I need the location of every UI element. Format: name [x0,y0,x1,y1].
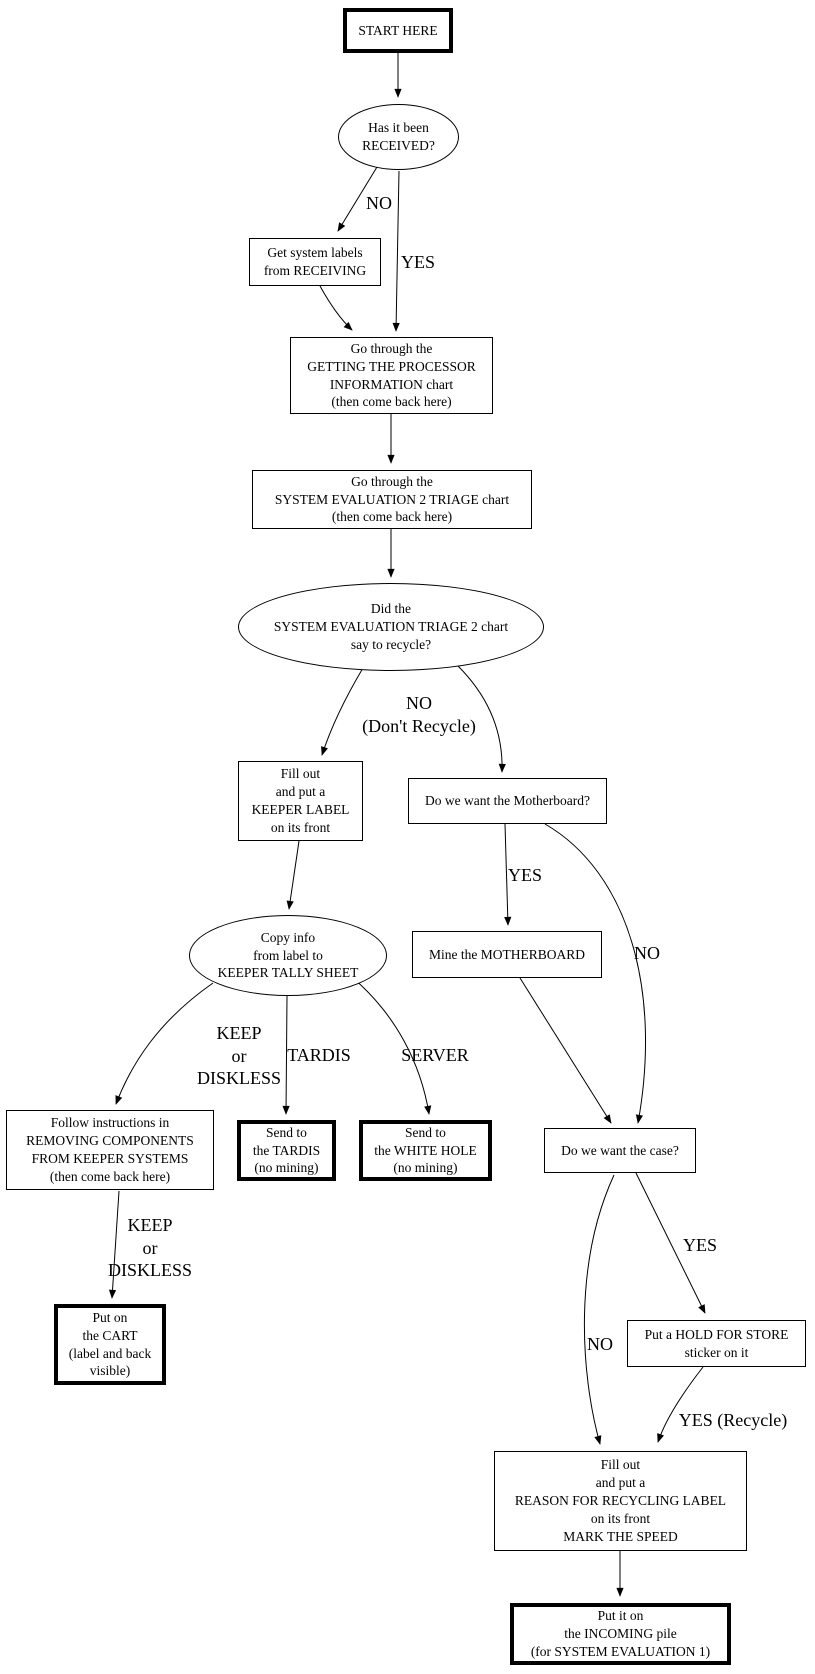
edge-copy-info-server-to-white-hole [352,977,432,1115]
node-reason-for-recycling-label-label: Fill out and put a REASON FOR RECYCLING … [514,1457,727,1544]
edge-label-yes-case: YES [682,1235,717,1255]
node-copy-info-keeper-tally-sheet: Copy info from label to KEEPER TALLY SHE… [189,915,387,996]
edge-hold-for-store-to-recycling-label [657,1366,704,1443]
node-put-on-cart-label: Put on the CART (label and back visible) [68,1309,152,1379]
node-question-say-to-recycle-label: Did the SYSTEM EVALUATION TRIAGE 2 chart… [273,601,509,652]
node-processor-information-chart-label: Go through the GETTING THE PROCESSOR INF… [307,340,476,410]
node-hold-for-store-sticker-label: Put a HOLD FOR STORE sticker on it [644,1326,789,1360]
node-question-say-to-recycle: Did the SYSTEM EVALUATION TRIAGE 2 chart… [238,583,544,671]
node-removing-components-instructions: Follow instructions in REMOVING COMPONEN… [6,1110,214,1190]
node-send-to-tardis-label: Send to the TARDIS (no mining) [252,1124,321,1176]
edge-label-no-dont-recycle: NO (Don't Recycle) [362,693,476,736]
edge-label-keep-or-diskless-upper: KEEP or DISKLESS [196,1023,281,1088]
node-system-evaluation-2-triage-chart-label: Go through the SYSTEM EVALUATION 2 TRIAG… [274,473,510,525]
node-start-here: START HERE [343,8,453,53]
node-copy-info-keeper-tally-sheet-label: Copy info from label to KEEPER TALLY SHE… [217,929,359,981]
edge-label-keep-or-diskless-lower: KEEP or DISKLESS [107,1215,192,1280]
node-start-here-label: START HERE [358,22,438,38]
edge-label-no-case: NO [587,1334,613,1354]
node-put-on-cart: Put on the CART (label and back visible) [54,1304,166,1385]
node-keeper-label: Fill out and put a KEEPER LABEL on its f… [238,761,363,841]
node-processor-information-chart: Go through the GETTING THE PROCESSOR INF… [290,337,493,414]
edge-label-yes-recycle: YES (Recycle) [678,1410,788,1430]
edge-remove-components-to-cart [108,1190,120,1299]
node-keeper-label-label: Fill out and put a KEEPER LABEL on its f… [251,766,350,835]
node-mine-motherboard: Mine the MOTHERBOARD [412,931,602,978]
node-hold-for-store-sticker: Put a HOLD FOR STORE sticker on it [627,1320,806,1367]
node-question-received-label: Has it been RECEIVED? [362,120,435,153]
edge-recycle-to-motherboard-question [457,665,506,773]
edge-copy-info-tardis-to-send-tardis [282,995,290,1115]
node-reason-for-recycling-label: Fill out and put a REASON FOR RECYCLING … [494,1451,747,1551]
node-system-evaluation-2-triage-chart: Go through the SYSTEM EVALUATION 2 TRIAG… [252,470,532,529]
node-mine-motherboard-label: Mine the MOTHERBOARD [429,946,585,962]
node-question-received: Has it been RECEIVED? [338,104,459,170]
edge-received-yes-to-processor-chart [392,170,400,332]
node-send-to-white-hole-label: Send to the WHITE HOLE (no mining) [374,1124,477,1176]
edge-label-server: SERVER [401,1045,469,1065]
edge-label-yes-motherboard: YES [507,865,542,885]
node-send-to-white-hole: Send to the WHITE HOLE (no mining) [359,1120,492,1181]
edge-label-no-received: NO [366,193,392,213]
node-question-want-case: Do we want the case? [544,1128,696,1173]
edge-case-yes-to-hold-for-store [635,1172,706,1314]
edge-keeper-label-to-copy-info [286,840,300,910]
edge-received-no-to-get-labels [337,166,378,232]
node-get-system-labels: Get system labels from RECEIVING [249,238,381,286]
edge-label-no-motherboard: NO [634,943,660,963]
edge-recycle-no-to-keeper-label [321,667,364,756]
node-removing-components-instructions-label: Follow instructions in REMOVING COMPONEN… [26,1115,194,1184]
node-question-want-motherboard-label: Do we want the Motherboard? [425,793,590,809]
edge-copy-info-keep-to-remove-components [115,982,214,1105]
node-put-on-incoming-pile-label: Put it on the INCOMING pile (for SYSTEM … [530,1608,711,1659]
node-get-system-labels-label: Get system labels from RECEIVING [263,245,367,278]
edge-mine-to-case-question [519,977,612,1124]
edge-motherboard-no-to-case-question [544,823,647,1124]
node-question-want-motherboard: Do we want the Motherboard? [408,778,607,824]
edge-motherboard-yes-to-mine [504,823,512,926]
node-put-on-incoming-pile: Put it on the INCOMING pile (for SYSTEM … [510,1603,731,1665]
node-question-want-case-label: Do we want the case? [561,1142,679,1158]
edge-case-no-to-recycling-label [583,1174,615,1445]
edge-label-tardis: TARDIS [287,1045,351,1065]
node-send-to-tardis: Send to the TARDIS (no mining) [237,1120,336,1181]
edge-label-yes-received: YES [400,252,435,272]
edge-get-labels-to-processor-chart [319,285,353,331]
